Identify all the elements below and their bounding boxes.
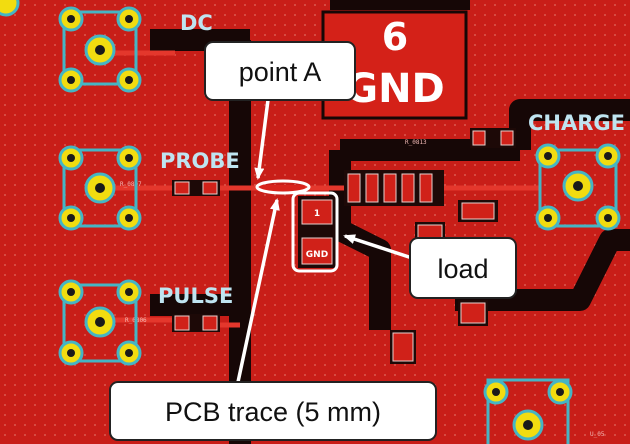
callout-trace: PCB trace (5 mm)	[109, 381, 437, 441]
corner-pad	[0, 0, 20, 17]
load-component: 1 GND	[298, 196, 336, 268]
resistor-array	[344, 170, 444, 206]
gnd-label: GND	[345, 66, 445, 112]
point-a-marker	[255, 179, 311, 195]
refdes-corner: U_05	[590, 431, 605, 438]
label-pulse: PULSE	[158, 284, 233, 308]
callout-trace-text: PCB trace (5 mm)	[165, 397, 381, 427]
load-highlight	[291, 191, 339, 273]
connector-charge	[535, 143, 621, 231]
callout-point-a: point A	[204, 41, 356, 101]
refdes-charge: R_0813	[405, 139, 427, 146]
label-dc: DC	[180, 11, 213, 35]
top-clearance	[330, 0, 470, 10]
connector-probe	[58, 145, 142, 231]
label-probe: PROBE	[160, 149, 240, 173]
connector-pulse	[58, 279, 142, 366]
refdes-probe: R_0807	[120, 181, 142, 188]
callout-load-text: load	[437, 254, 488, 284]
label-charge: CHARGE	[528, 111, 625, 135]
load-pad-gnd-label: GND	[306, 250, 328, 260]
callout-load: load	[409, 237, 517, 299]
arrow-trace	[236, 198, 280, 383]
annotation-arrows	[236, 99, 413, 383]
smd-components	[172, 128, 516, 364]
load-pad-top-label: 1	[314, 209, 320, 219]
connector-bottom-right	[483, 378, 573, 444]
connector-dc	[58, 6, 142, 93]
gnd-number: 6	[382, 15, 408, 59]
arrow-point-a	[254, 99, 270, 180]
callout-point-a-text: point A	[239, 57, 322, 87]
arrow-load	[343, 234, 413, 260]
